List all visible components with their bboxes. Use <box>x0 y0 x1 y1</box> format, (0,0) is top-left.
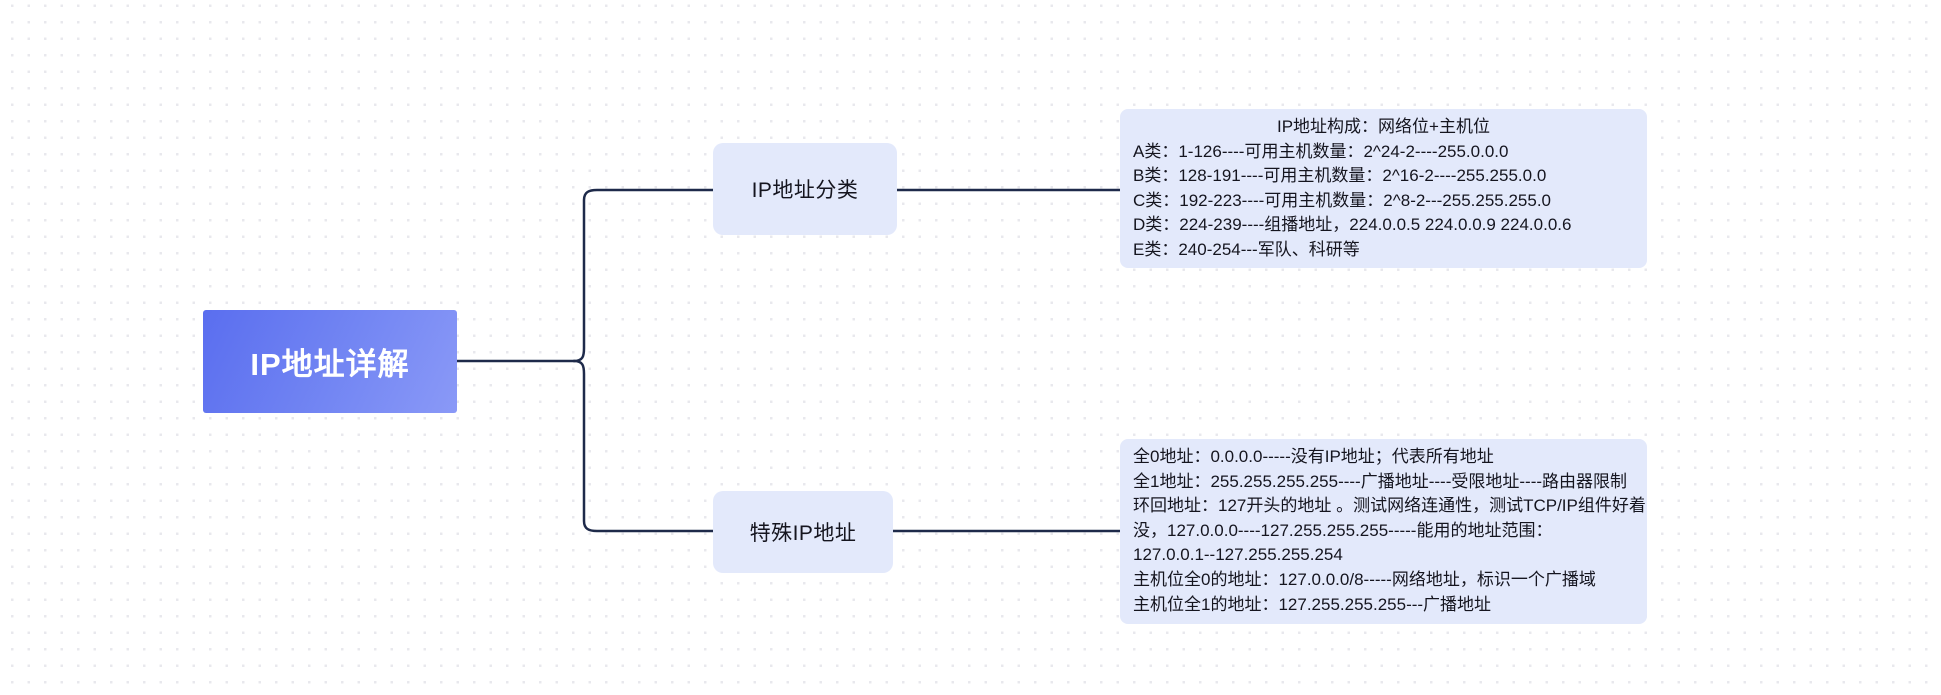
detail-line: 没，127.0.0.0----127.255.255.255-----能用的地址… <box>1133 520 1553 540</box>
detail-line: 环回地址：127开头的地址 。测试网络连通性，测试TCP/IP组件好着 <box>1133 496 1646 516</box>
node-ip-classification-label: IP地址分类 <box>751 179 859 202</box>
detail-line: B类：128-191----可用主机数量：2^16-2----255.255.0… <box>1133 166 1547 186</box>
detail-line: C类：192-223----可用主机数量：2^8-2---255.255.255… <box>1133 190 1552 210</box>
connector-branch-bottom <box>572 359 715 533</box>
detail-line: 全1地址：255.255.255.255----广播地址----受限地址----… <box>1133 471 1628 491</box>
detail-line: 全0地址：0.0.0.0-----没有IP地址；代表所有地址 <box>1133 447 1494 466</box>
detail-line: 127.0.0.1--127.255.255.254 <box>1133 545 1343 565</box>
detail-line: 主机位全0的地址：127.0.0.0/8-----网络地址，标识一个广播域 <box>1133 569 1596 589</box>
detail-node-special-ip[interactable]: 全0地址：0.0.0.0-----没有IP地址；代表所有地址 全1地址：255.… <box>1120 439 1647 624</box>
detail-line: D类：224-239----组播地址，224.0.0.5 224.0.0.9 2… <box>1133 215 1572 235</box>
detail-line: A类：1-126----可用主机数量：2^24-2----255.0.0.0 <box>1133 141 1509 161</box>
detail-line: E类：240-254---军队、科研等 <box>1133 239 1360 259</box>
root-node-ip-address[interactable]: IP地址详解 <box>203 310 457 413</box>
node-special-ip-label: 特殊IP地址 <box>749 522 857 545</box>
root-node-label: IP地址详解 <box>250 347 410 382</box>
detail-line: 主机位全1的地址：127.255.255.255---广播地址 <box>1133 594 1492 614</box>
connector-branch-top <box>572 188 715 363</box>
node-special-ip[interactable]: 特殊IP地址 <box>713 491 893 573</box>
detail-node-ip-classification[interactable]: IP地址构成：网络位+主机位 A类：1-126----可用主机数量：2^24-2… <box>1120 109 1647 268</box>
detail-line: IP地址构成：网络位+主机位 <box>1277 117 1490 136</box>
node-ip-classification[interactable]: IP地址分类 <box>713 143 897 235</box>
